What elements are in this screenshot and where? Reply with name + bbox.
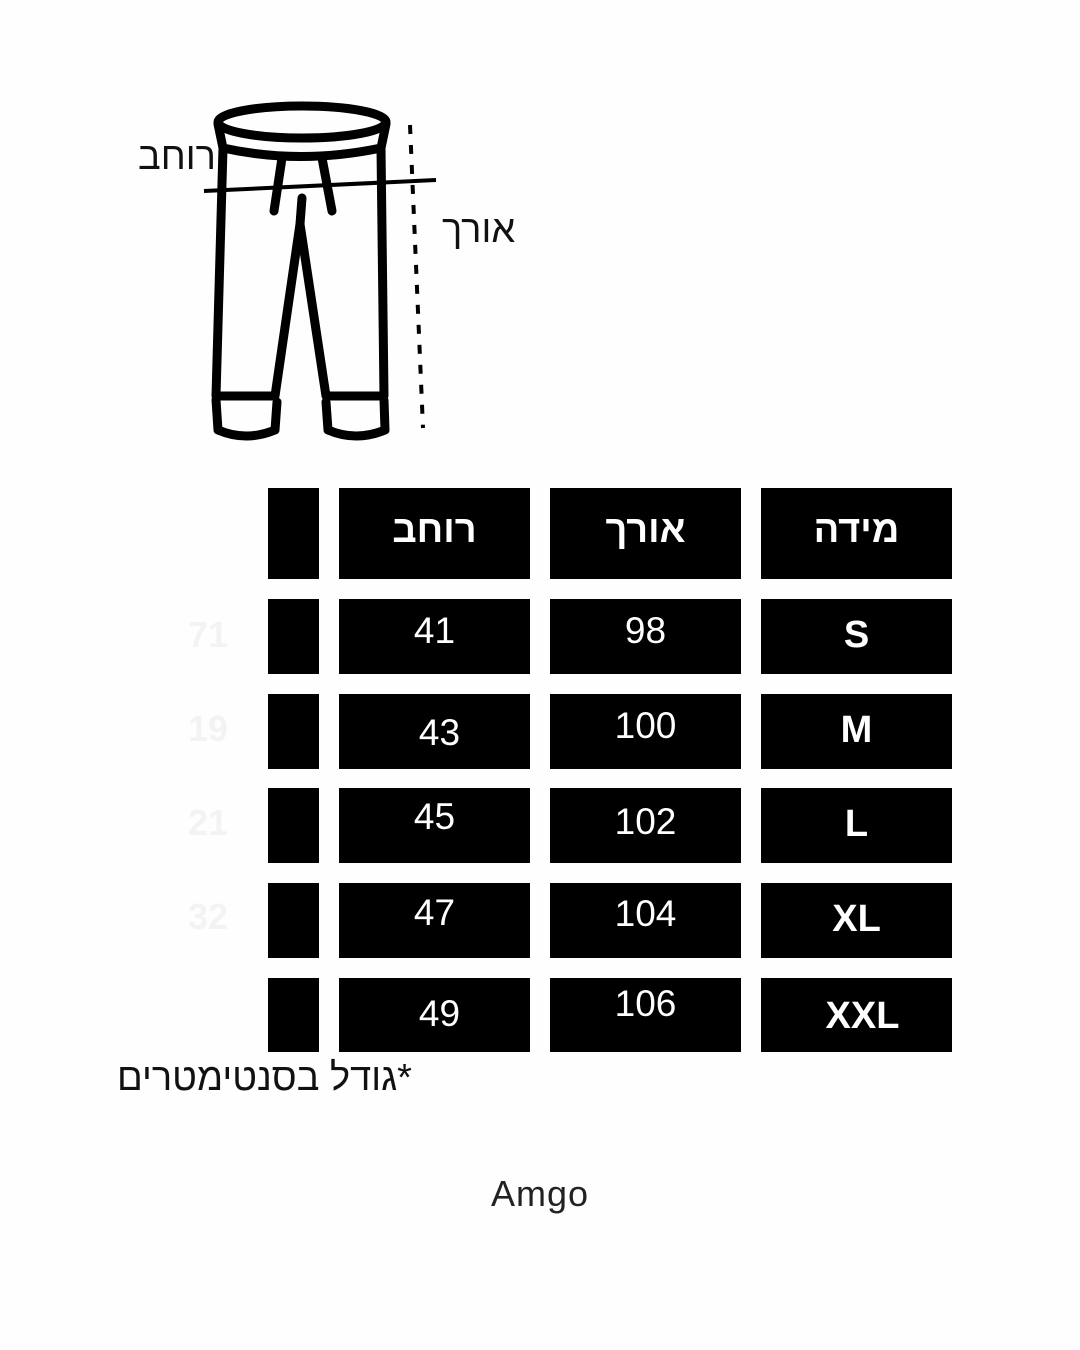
- header-empty-cell: [268, 488, 319, 579]
- faint-extra-value: 71: [187, 614, 229, 655]
- width-cell: 43: [339, 694, 530, 769]
- length-cell: 104: [550, 883, 741, 958]
- length-value: 98: [624, 610, 667, 651]
- pants-icon: [203, 101, 437, 441]
- size-value: M: [840, 708, 873, 751]
- width-measure-label: רוחב: [138, 136, 216, 178]
- size-cell: M: [761, 694, 952, 769]
- length-value: 106: [614, 982, 677, 1024]
- width-value: 43: [418, 712, 461, 753]
- faint-extra-value: 32: [187, 896, 229, 937]
- header-size-label: מידה: [813, 508, 900, 551]
- length-cell: 102: [550, 788, 741, 863]
- units-footnote: *גודל בסנטימטרים: [117, 1057, 412, 1099]
- brand-name: Amgo: [490, 1173, 590, 1214]
- length-cell: 98: [550, 599, 741, 674]
- size-cell: XXL: [761, 978, 952, 1052]
- empty-cell: [268, 788, 319, 863]
- size-value: XL: [832, 897, 881, 940]
- width-cell: 45: [339, 788, 530, 863]
- size-cell: S: [761, 599, 952, 674]
- header-width-cell: רוחב: [339, 488, 530, 579]
- length-cell: 106: [550, 978, 741, 1052]
- size-value: XXL: [825, 995, 900, 1037]
- length-value: 100: [614, 705, 677, 746]
- header-length-label: אורך: [605, 508, 686, 551]
- size-cell: XL: [761, 883, 952, 958]
- header-size-cell: מידה: [761, 488, 952, 579]
- width-value: 47: [413, 892, 456, 933]
- size-cell: L: [761, 788, 952, 863]
- width-value: 45: [413, 796, 456, 837]
- width-cell: 41: [339, 599, 530, 674]
- size-value: S: [843, 613, 870, 656]
- pants-diagram: רוחב אורך: [0, 0, 1080, 470]
- length-cell: 100: [550, 694, 741, 769]
- width-value: 41: [413, 610, 456, 651]
- header-length-cell: אורך: [550, 488, 741, 579]
- header-width-label: רוחב: [392, 508, 477, 551]
- empty-cell: [268, 599, 319, 674]
- width-value: 49: [418, 992, 461, 1034]
- width-cell: 49: [339, 978, 530, 1052]
- length-value: 102: [614, 801, 677, 842]
- length-value: 104: [614, 893, 677, 934]
- faint-extra-value: 21: [187, 802, 229, 843]
- faint-extra-value: 19: [187, 708, 229, 749]
- empty-cell: [268, 694, 319, 769]
- empty-cell: [268, 978, 319, 1052]
- empty-cell: [268, 883, 319, 958]
- size-value: L: [844, 802, 869, 845]
- length-measure-label: אורך: [442, 209, 516, 251]
- width-cell: 47: [339, 883, 530, 958]
